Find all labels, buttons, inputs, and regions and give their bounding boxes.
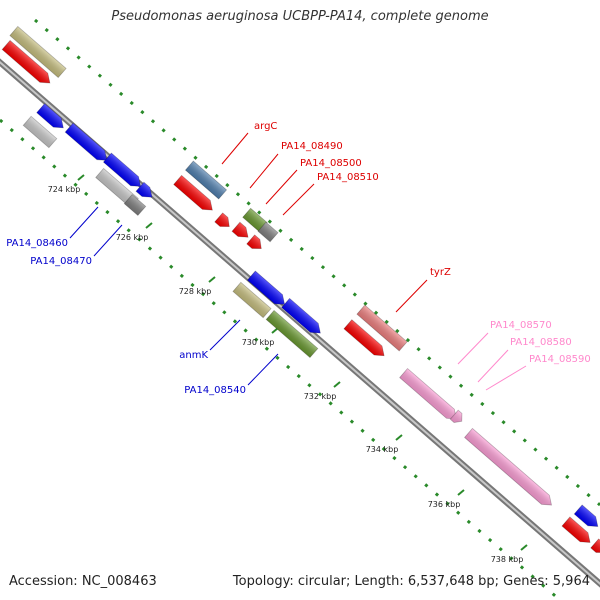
gene-feature[interactable] <box>214 212 233 231</box>
gene-feature[interactable] <box>281 297 325 337</box>
label-leader-line <box>221 132 249 165</box>
gene-feature[interactable] <box>573 504 600 531</box>
outer-track-line <box>34 18 600 507</box>
gene-feature[interactable] <box>102 152 144 191</box>
gene-feature[interactable] <box>123 194 147 216</box>
tick-mark: 726 kbp <box>116 222 153 242</box>
gene-feature[interactable] <box>184 160 228 200</box>
label-leader-line <box>265 169 298 205</box>
gene-feature[interactable] <box>257 221 279 243</box>
gene-label[interactable]: tyrZ <box>430 267 451 278</box>
label-leader-line <box>457 332 489 365</box>
gene-feature[interactable] <box>9 25 67 79</box>
inner-track-line <box>0 118 561 600</box>
gene-label[interactable]: PA14_08580 <box>510 337 572 348</box>
gene-feature[interactable] <box>36 103 68 133</box>
tick-mark: 734 kbp <box>366 434 403 454</box>
tick-label: 728 kbp <box>179 287 212 296</box>
gene-feature[interactable] <box>173 174 217 214</box>
label-leader-line <box>93 224 123 257</box>
gene-feature[interactable] <box>135 181 156 202</box>
tick-label: 734 kbp <box>366 445 399 454</box>
tick-mark: 728 kbp <box>179 276 216 296</box>
tick-label: 730 kbp <box>242 338 275 347</box>
label-leader-line <box>249 153 279 189</box>
map-title: Pseudomonas aeruginosa UCBPP-PA14, compl… <box>111 9 489 24</box>
gene-feature[interactable] <box>449 409 465 426</box>
gene-feature[interactable] <box>463 427 556 509</box>
gene-feature[interactable] <box>590 538 600 557</box>
gene-feature[interactable] <box>343 319 388 361</box>
gene-label[interactable]: PA14_08470 <box>30 256 92 267</box>
tick-mark: 736 kbp <box>428 489 465 509</box>
tick-label: 736 kbp <box>428 500 461 509</box>
tick-label: 724 kbp <box>48 185 81 194</box>
tick-label: 738 kbp <box>491 555 524 564</box>
gene-label[interactable]: PA14_08490 <box>281 141 343 152</box>
gene-feature[interactable] <box>265 309 319 359</box>
gene-feature[interactable] <box>22 115 58 149</box>
gene-label[interactable]: PA14_08590 <box>529 354 591 365</box>
tick-mark: 738 kbp <box>491 544 528 564</box>
genome-summary-text: Topology: circular; Length: 6,537,648 bp… <box>232 574 590 589</box>
gene-feature[interactable] <box>231 221 252 242</box>
gene-feature[interactable] <box>561 516 594 547</box>
gene-feature[interactable] <box>1 39 54 87</box>
gene-label[interactable]: argC <box>254 121 277 132</box>
gene-label[interactable]: PA14_08460 <box>6 238 68 249</box>
scale-ticks: 724 kbp 726 kbp 728 kbp 730 kbp 732 kbp 734 k… <box>48 174 528 564</box>
gene-label[interactable]: PA14_08500 <box>300 158 362 169</box>
label-leader-line <box>395 279 428 313</box>
gene-features <box>1 25 600 557</box>
label-leader-line <box>247 353 279 386</box>
tick-mark: 732 kbp <box>304 381 341 401</box>
label-leader-line <box>209 319 241 351</box>
gene-feature[interactable] <box>246 234 265 253</box>
gene-label[interactable]: PA14_08570 <box>490 320 552 331</box>
tick-label: 726 kbp <box>116 233 149 242</box>
gene-feature[interactable] <box>232 281 272 319</box>
gene-label[interactable]: anmK <box>179 350 208 361</box>
gene-label[interactable]: PA14_08510 <box>317 172 379 183</box>
label-leader-line <box>69 206 99 239</box>
accession-text: Accession: NC_008463 <box>9 574 157 589</box>
gene-feature[interactable] <box>356 304 408 352</box>
label-leader-line <box>477 349 509 383</box>
tick-label: 732 kbp <box>304 392 337 401</box>
gene-feature[interactable] <box>64 122 111 165</box>
gene-feature[interactable] <box>246 270 288 309</box>
label-leader-line <box>282 183 315 216</box>
tick-mark: 724 kbp <box>48 174 85 194</box>
label-leader-line <box>485 365 527 391</box>
label-leaders <box>69 132 527 391</box>
gene-label[interactable]: PA14_08540 <box>184 385 246 396</box>
